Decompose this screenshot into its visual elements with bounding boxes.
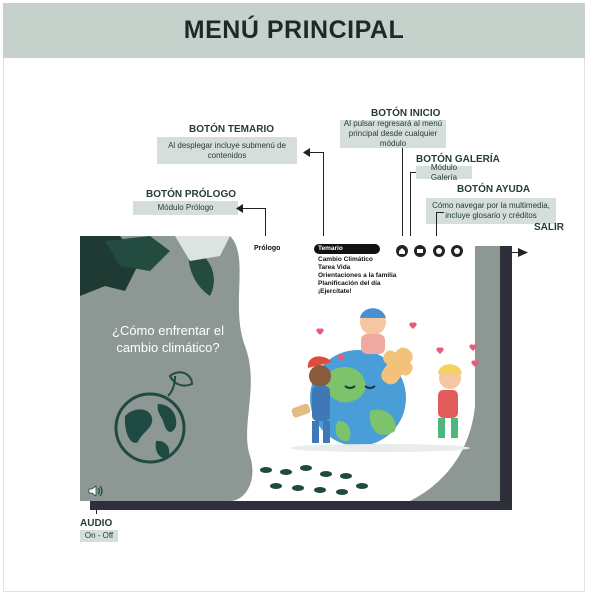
menu-item-cambio-climatico[interactable]: Cambio Climático [318,256,373,263]
ayuda-annotation-text: Cómo navegar por la multimedia, incluye … [432,201,550,220]
prologo-connector-v [265,208,266,244]
menu-item-tarea-vida[interactable]: Tarea Vida [318,264,351,271]
inicio-annotation-title: BOTÓN INICIO [371,108,441,119]
home-icon[interactable] [396,245,408,257]
prologo-annotation-title: BOTÓN PRÓLOGO [146,189,236,200]
salir-annotation-title: SALIR [534,222,564,233]
audio-annotation-box: On - Off [80,530,118,542]
galeria-annotation-box: Módulo Galería [416,163,472,182]
salir-arrow-icon [518,248,528,257]
galeria-annotation-title: BOTÓN GALERÍA [416,154,500,165]
temario-annotation-box: Al desplegar incluye submenú de contenid… [157,137,297,164]
speaker-icon[interactable] [88,485,104,497]
temario-annotation-title: BOTÓN TEMARIO [189,124,274,135]
prologo-annotation-text: Módulo Prólogo [157,203,214,212]
app-screen [80,236,500,501]
galeria-annotation-text: Módulo Galería [430,162,458,182]
temario-connector-h [307,152,323,153]
ayuda-connector-h [436,212,444,213]
prologo-button[interactable]: Prólogo [254,245,281,252]
inicio-annotation-box: Al pulsar regresará al menú principal de… [340,119,446,148]
page-header: MENÚ PRINCIPAL [3,3,585,58]
temario-button[interactable]: Temario [314,244,380,254]
galeria-connector-h [410,172,416,173]
earth-icon [114,371,194,464]
gallery-icon[interactable] [414,245,426,257]
page-title: MENÚ PRINCIPAL [183,16,405,44]
inicio-annotation-text: Al pulsar regresará al menú principal de… [343,119,443,148]
prologo-annotation-box: Módulo Prólogo [133,201,238,215]
audio-annotation-title: AUDIO [80,518,113,529]
help-icon[interactable] [433,245,445,257]
screen-question-text: ¿Cómo enfrentar el cambio climático? [112,323,224,355]
ayuda-connector-v [436,212,437,244]
menu-item-orientaciones[interactable]: Orientaciones a la familia [318,272,397,279]
inicio-connector [402,148,403,244]
temario-connector-v [323,152,324,242]
galeria-connector-v [410,172,411,244]
menu-item-planificacion[interactable]: Planificación del día [318,280,381,287]
temario-annotation-text: Al desplegar incluye submenú de contenid… [168,140,286,160]
menu-item-ejercitate[interactable]: ¡Ejercítate! [318,288,352,295]
ayuda-annotation-title: BOTÓN AYUDA [457,184,531,195]
exit-icon[interactable] [451,245,463,257]
screen-background-art [80,236,500,501]
kids-earth-illustration [290,308,479,452]
ayuda-annotation-box: Cómo navegar por la multimedia, incluye … [426,198,556,224]
temario-arrow-icon [303,148,310,157]
prologo-connector-h [240,208,265,209]
prologo-arrow-icon [236,204,243,213]
